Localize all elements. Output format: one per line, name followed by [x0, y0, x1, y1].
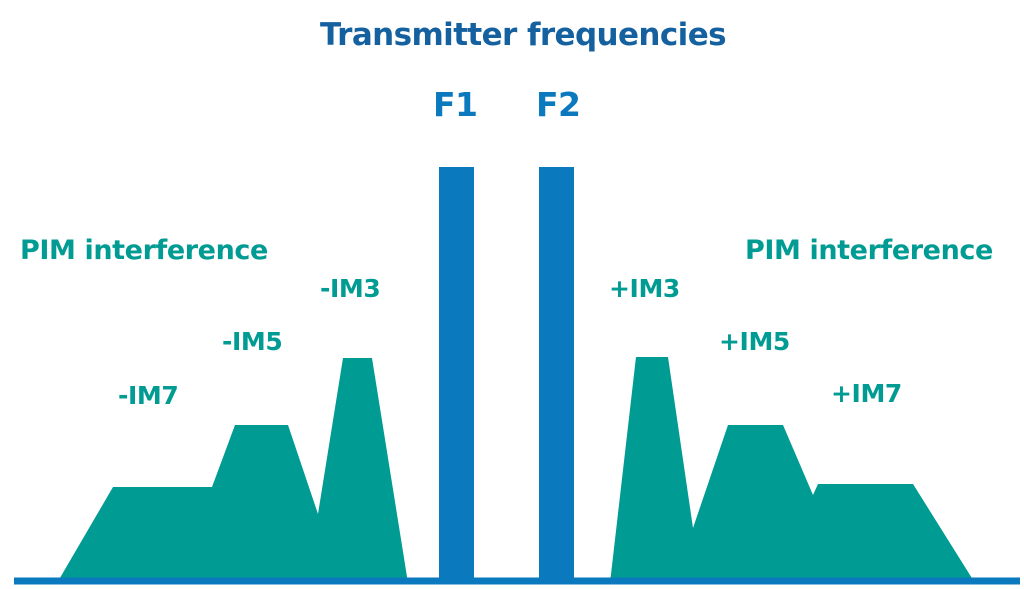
pim-left-polygon [57, 358, 408, 583]
pim-area-right [610, 357, 975, 583]
im-product-label-minus-im5: -IM5 [222, 327, 283, 356]
pim-right-polygon [610, 357, 975, 583]
pim-interference-label-right: PIM interference [745, 235, 993, 266]
im-product-label-plus-im3: +IM3 [609, 274, 680, 303]
carrier-label-f2: F2 [536, 85, 581, 124]
carrier-label-f1: F1 [433, 85, 478, 124]
carrier-bar-f1 [439, 167, 474, 583]
carrier-bars [439, 167, 574, 583]
im-product-label-plus-im5: +IM5 [719, 327, 790, 356]
carrier-bar-f2 [539, 167, 574, 583]
im-product-label-minus-im7: -IM7 [118, 381, 179, 410]
pim-interference-label-left: PIM interference [20, 235, 268, 266]
pim-area-left [57, 358, 408, 583]
im-product-label-plus-im7: +IM7 [831, 379, 902, 408]
page-title: Transmitter frequencies [320, 17, 727, 53]
im-product-label-minus-im3: -IM3 [320, 274, 381, 303]
